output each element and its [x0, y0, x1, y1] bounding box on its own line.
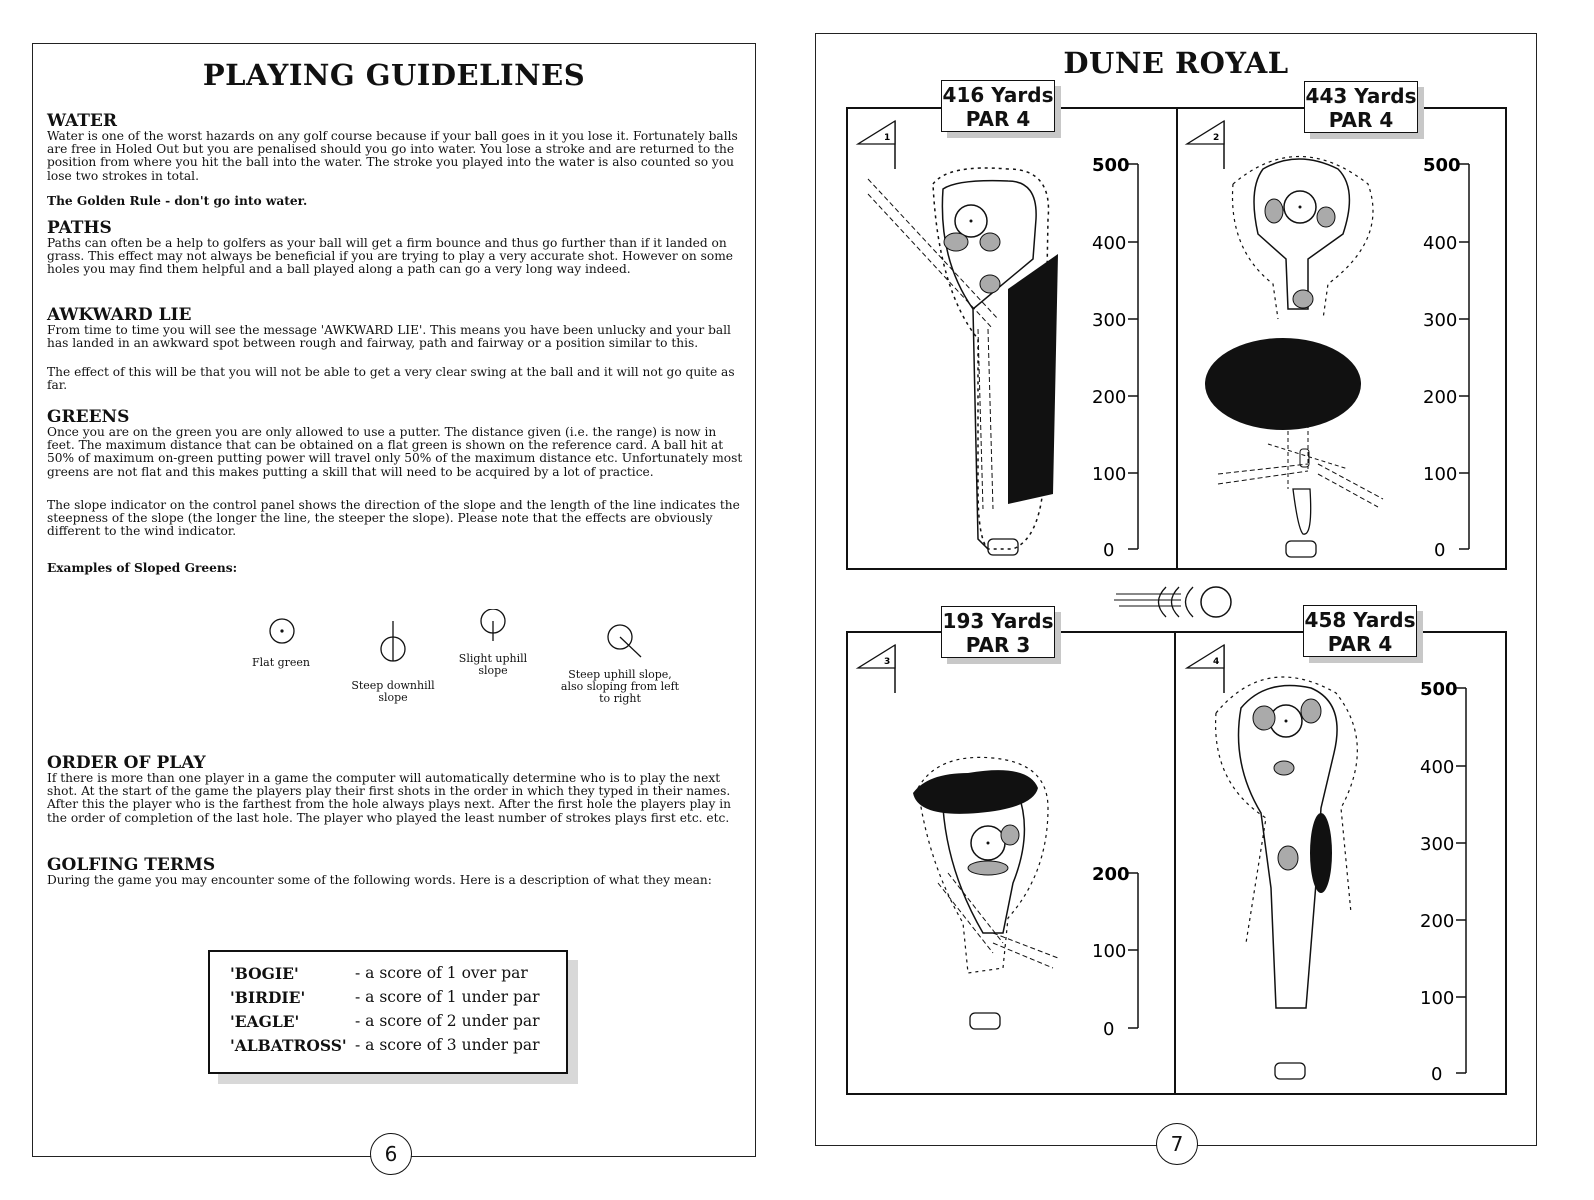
hole-number: 2	[1213, 133, 1219, 143]
svg-text:0: 0	[1103, 1019, 1114, 1040]
hole-2-panel: 2 500 400 300 200 100	[1176, 107, 1507, 570]
svg-text:500: 500	[1423, 155, 1461, 176]
slope-examples	[269, 609, 642, 662]
hole-number: 3	[884, 657, 890, 667]
svg-text:400: 400	[1092, 233, 1126, 254]
hole-1-panel: 1 500 400 300 200 100 0	[846, 107, 1178, 570]
awkward-lie-heading: AWKWARD LIE	[47, 305, 192, 325]
course-title: DUNE ROYAL	[1063, 46, 1289, 80]
hole-3-label: 193 Yards PAR 3	[941, 606, 1055, 658]
awkward-lie-text-2: The effect of this will be that you will…	[47, 365, 735, 393]
golfing-terms-table: 'BOGIE' - a score of 1 over par 'BIRDIE'…	[208, 950, 568, 1074]
order-of-play-text: If there is more than one player in a ga…	[47, 771, 731, 825]
svg-text:500: 500	[1092, 155, 1130, 176]
hole-1-label: 416 Yards PAR 4	[941, 80, 1055, 132]
diagonal-slope-icon	[607, 624, 642, 658]
flat-green-icon	[269, 618, 295, 644]
svg-text:400: 400	[1423, 233, 1457, 254]
hole-1-map: 1 500 400 300 200 100 0	[855, 119, 1139, 561]
page-title: PLAYING GUIDELINES	[202, 58, 586, 92]
hole-4-map: 4 500 400 300 200 100 0	[1184, 643, 1467, 1085]
svg-text:0: 0	[1434, 540, 1445, 561]
greens-heading: GREENS	[47, 407, 130, 427]
svg-text:100: 100	[1420, 988, 1454, 1009]
hole-3-map: 3 200 100 0	[855, 643, 1139, 1040]
svg-text:400: 400	[1420, 757, 1454, 778]
svg-text:200: 200	[1420, 911, 1454, 932]
golfing-terms-text: During the game you may encounter some o…	[47, 873, 712, 887]
svg-text:100: 100	[1092, 941, 1126, 962]
right-page: DUNE ROYAL 1	[815, 33, 1537, 1146]
page-number-left: 6	[370, 1133, 412, 1175]
svg-text:0: 0	[1431, 1064, 1442, 1085]
svg-text:300: 300	[1092, 310, 1126, 331]
paths-text: Paths can often be a help to golfers as …	[47, 236, 733, 277]
page-number-right: 7	[1156, 1123, 1198, 1165]
downhill-slope-icon	[380, 621, 406, 662]
svg-text:0: 0	[1103, 540, 1114, 561]
hole-2-map: 2 500 400 300 200 100	[1184, 119, 1470, 561]
svg-text:500: 500	[1420, 679, 1458, 700]
water-rule: The Golden Rule - don't go into water.	[47, 194, 308, 208]
greens-text-2: The slope indicator on the control panel…	[47, 498, 740, 539]
greens-text-1: Once you are on the green you are only a…	[47, 425, 743, 479]
hole-number: 1	[884, 133, 890, 143]
svg-text:300: 300	[1420, 834, 1454, 855]
flag-icon: 1	[855, 119, 896, 169]
golfing-terms-heading: GOLFING TERMS	[47, 855, 216, 875]
flag-icon: 2	[1184, 119, 1225, 169]
hole-3-panel: 3 200 100 0	[846, 631, 1176, 1095]
awkward-lie-text-1: From time to time you will see the messa…	[47, 323, 731, 351]
water-heading: WATER	[47, 111, 118, 131]
flag-icon: 3	[855, 643, 896, 693]
flat-green-label: Flat green	[251, 656, 311, 669]
svg-text:200: 200	[1423, 387, 1457, 408]
diagonal-slope-label: Steep uphill slope, also sloping from le…	[560, 668, 680, 705]
svg-text:300: 300	[1423, 310, 1457, 331]
left-page: PLAYING GUIDELINES WATER Water is one of…	[32, 43, 756, 1157]
sloped-greens-label: Examples of Sloped Greens:	[47, 561, 238, 575]
svg-text:200: 200	[1092, 864, 1130, 885]
paths-heading: PATHS	[47, 218, 112, 238]
svg-text:100: 100	[1092, 464, 1126, 485]
hole-4-label: 458 Yards PAR 4	[1303, 605, 1417, 657]
water-text: Water is one of the worst hazards on any…	[47, 129, 738, 183]
flag-icon: 4	[1184, 643, 1225, 693]
hole-4-panel: 4 500 400 300 200 100 0	[1174, 631, 1507, 1095]
downhill-slope-label: Steep downhill slope	[351, 679, 435, 704]
golf-ball-icon	[1114, 586, 1232, 618]
uphill-slope-label: Slight uphill slope	[458, 652, 528, 677]
hole-2-label: 443 Yards PAR 4	[1304, 81, 1418, 133]
hole-number: 4	[1213, 657, 1219, 667]
uphill-slope-icon	[480, 609, 506, 641]
svg-text:100: 100	[1423, 464, 1457, 485]
order-of-play-heading: ORDER OF PLAY	[47, 753, 206, 773]
svg-text:200: 200	[1092, 387, 1126, 408]
